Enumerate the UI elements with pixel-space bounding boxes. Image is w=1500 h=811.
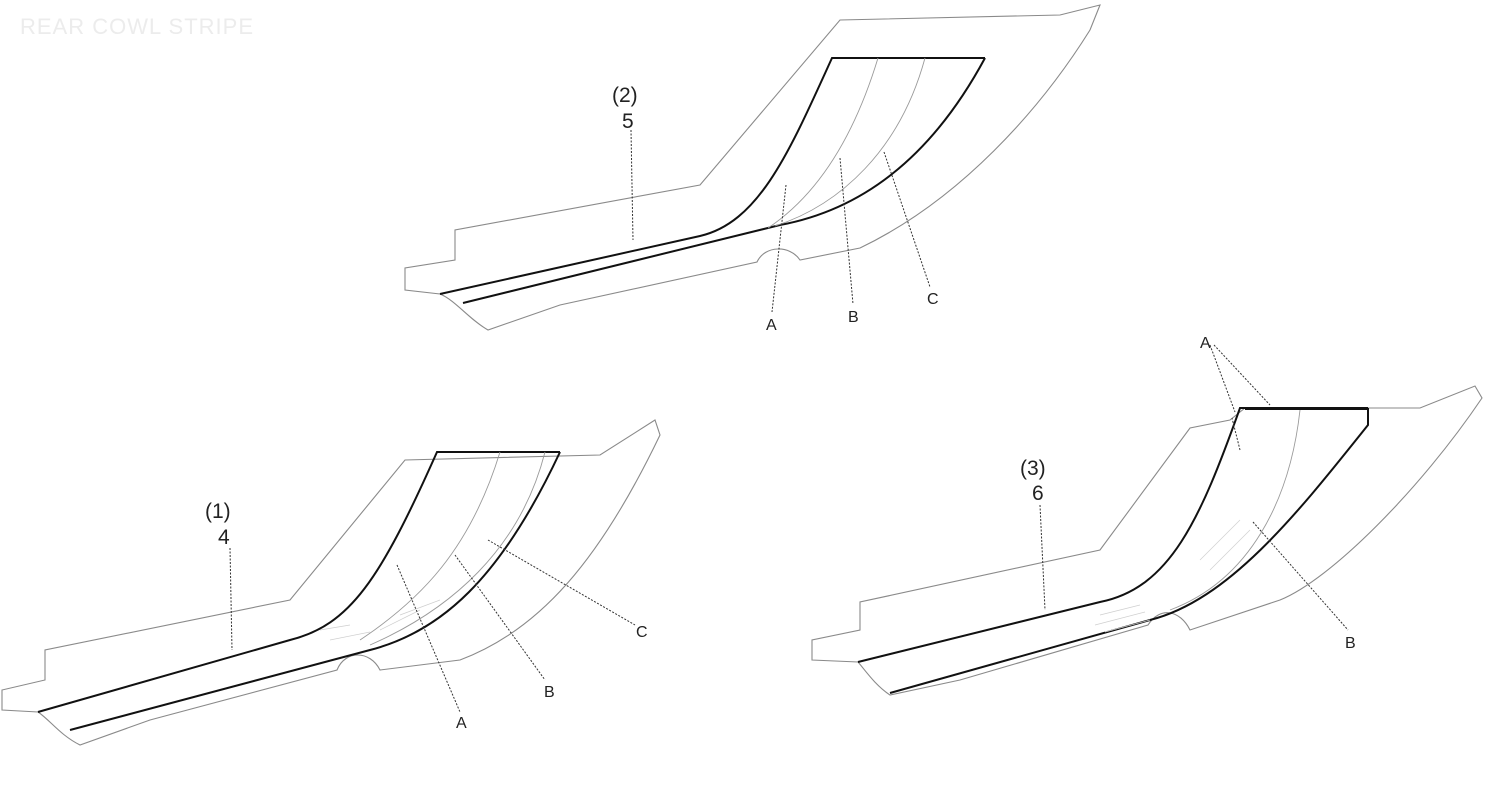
stripe-inner-right [889, 408, 1369, 694]
stripe-divider-2-top [774, 57, 926, 227]
leader-a-top [771, 184, 787, 313]
label-b-left: B [544, 684, 555, 701]
label-a-right: A [1200, 335, 1211, 352]
stripe-outer-top [439, 57, 985, 295]
leader-c-top [883, 151, 931, 288]
cowl-view-top: (2) 5 A B C [404, 4, 1101, 334]
leader-a1-right [1209, 344, 1236, 413]
stripe-divider-1-left [359, 451, 501, 641]
cowl-view-left: (1) 4 A B C [1, 419, 661, 746]
variant-label-left: (1) [205, 500, 231, 523]
leader-a2-right [1213, 344, 1271, 406]
stripe-divider-2-left [369, 451, 546, 646]
variant-label-top: (2) [612, 84, 638, 107]
cowl-outline-left [1, 419, 661, 746]
leader-a3-right [1231, 417, 1241, 451]
leader-b-top [839, 157, 854, 305]
stripe-divider-1-top [767, 57, 879, 229]
part-number-right: 6 [1032, 482, 1044, 505]
label-a-top: A [766, 317, 777, 334]
leader-b-right [1252, 521, 1349, 631]
label-b-right: B [1345, 635, 1356, 652]
cowl-view-right: (3) 6 A B [811, 335, 1483, 696]
shading-right [1094, 519, 1251, 633]
leader-b-left [454, 554, 546, 681]
leader-part-top [630, 129, 634, 241]
cowl-outline-right [811, 385, 1483, 696]
stripe-inner-left [69, 451, 561, 731]
leader-part-left [229, 547, 233, 651]
label-c-left: C [636, 624, 648, 641]
part-number-top: 5 [622, 110, 634, 133]
stripe-divider-right [1169, 409, 1301, 611]
stripe-outer-right [857, 407, 1368, 663]
label-b-top: B [848, 309, 859, 326]
leader-a-left [396, 564, 461, 713]
diagram-title: REAR COWL STRIPE [20, 14, 254, 39]
label-c-top: C [927, 291, 939, 308]
cowl-outline-top [404, 4, 1101, 331]
leader-c-left [487, 539, 636, 626]
label-a-left: A [456, 715, 467, 732]
part-number-left: 4 [218, 526, 230, 549]
shading-left [319, 599, 441, 641]
stripe-outer-left [37, 451, 560, 713]
leader-part-right [1039, 504, 1046, 611]
variant-label-right: (3) [1020, 457, 1046, 480]
stripe-inner-top [462, 57, 986, 304]
